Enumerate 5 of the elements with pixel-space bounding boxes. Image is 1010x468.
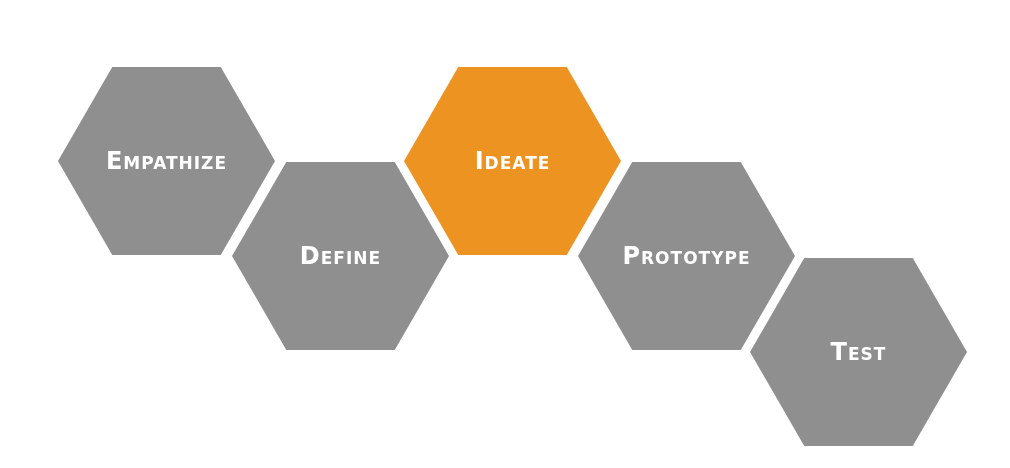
step-label: Test	[830, 338, 887, 366]
step-label: Prototype	[622, 242, 751, 270]
step-label: Empathize	[105, 147, 228, 175]
step-label: Ideate	[474, 147, 551, 175]
step-label: Define	[299, 242, 382, 270]
